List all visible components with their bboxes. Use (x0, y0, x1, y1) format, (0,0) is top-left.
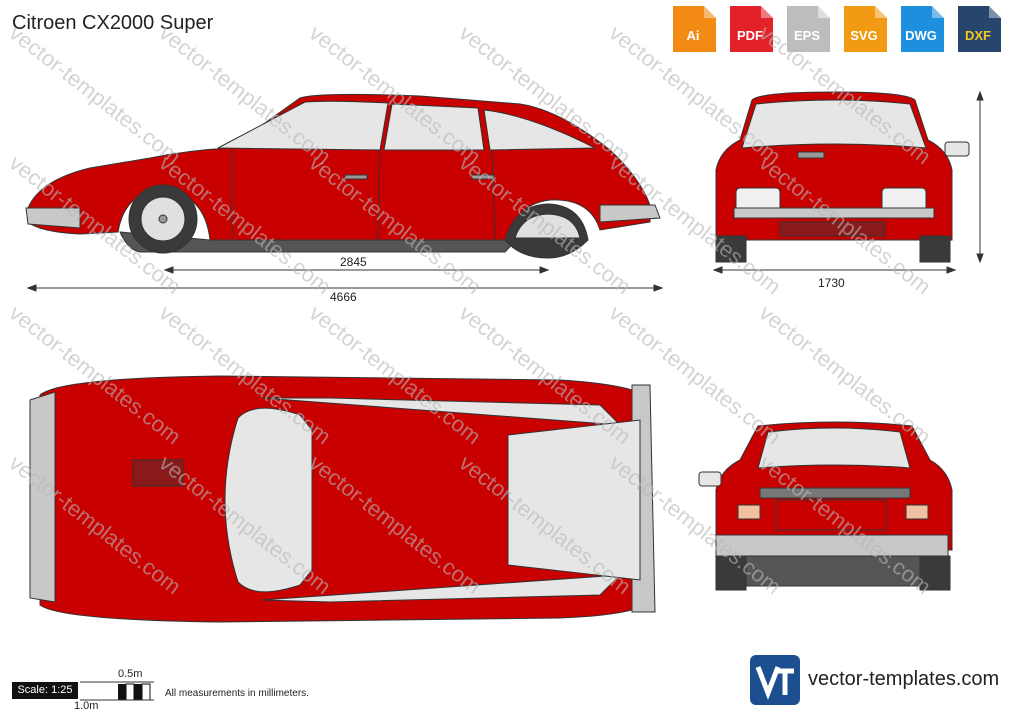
vt-logo-icon (750, 655, 800, 705)
dwg-format-badge[interactable]: DWG (896, 6, 946, 52)
page-title: Citroen CX2000 Super (12, 12, 214, 34)
front-view (715, 91, 970, 263)
pdf-format-badge[interactable]: PDF (725, 6, 775, 52)
eps-badge-label: EPS (793, 28, 820, 43)
brand-link[interactable]: vector-templates.com (808, 668, 1000, 690)
svg-badge-label: SVG (850, 28, 878, 43)
ai-file-icon (673, 6, 716, 52)
dxf-format-badge[interactable]: DXF (953, 6, 1003, 52)
scale-label: Scale: 1:25 (12, 682, 78, 699)
dwg-badge-label: DWG (905, 28, 937, 43)
side-view (25, 93, 661, 259)
one-meter-label: 1.0m (74, 700, 99, 712)
ai-badge-label: Ai (686, 28, 700, 43)
format-badges: Ai PDF EPS SVG DWG DXF (668, 6, 1003, 52)
ai-format-badge[interactable]: Ai (668, 6, 718, 52)
side-dimension-lines (26, 90, 984, 292)
scale-bar (80, 681, 154, 701)
wheelbase-dimension: 2845 (340, 255, 367, 269)
eps-file-icon (787, 6, 830, 52)
eps-format-badge[interactable]: EPS (782, 6, 832, 52)
measurement-note: All measurements in millimeters. (165, 688, 309, 699)
pdf-badge-label: PDF (737, 28, 763, 43)
dwg-file-icon (901, 6, 944, 52)
top-view (29, 375, 656, 623)
dxf-file-icon (958, 6, 1001, 52)
length-dimension: 4666 (330, 290, 357, 304)
rear-view (698, 421, 953, 591)
dxf-badge-label: DXF (965, 28, 991, 43)
svg-format-badge[interactable]: SVG (839, 6, 889, 52)
width-dimension: 1730 (818, 276, 845, 290)
svg-file-icon (844, 6, 887, 52)
pdf-file-icon (730, 6, 773, 52)
half-meter-label: 0.5m (118, 668, 143, 680)
